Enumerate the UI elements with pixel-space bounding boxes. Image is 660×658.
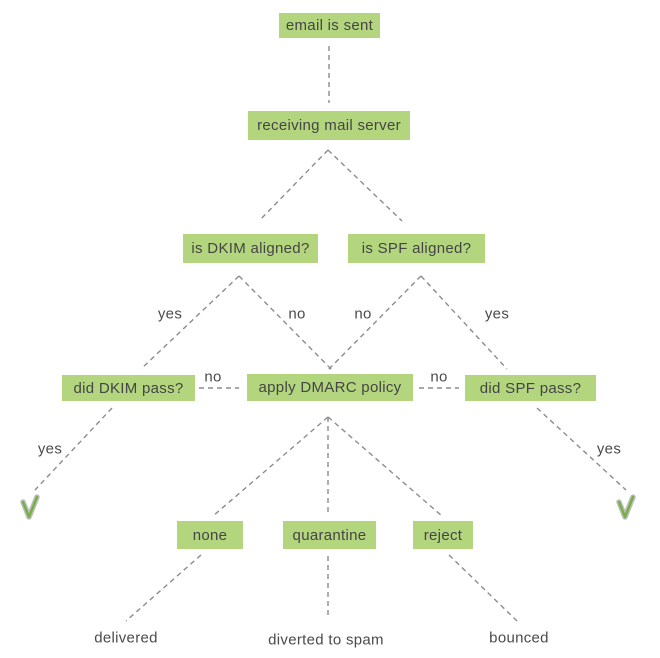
edge-dkim-pass-yes [34,407,113,491]
node-is-spf-aligned: is SPF aligned? [348,234,485,263]
node-policy-none: none [177,521,243,549]
checkmark-icon [20,494,40,520]
edge-label-spf-pass-no: no [430,368,448,386]
edge-dkim-aligned-no [238,275,334,372]
edge-label-dkim-aligned-no: no [288,305,306,323]
checkmark-icon [616,494,636,520]
edge-label-dkim-pass-no: no [204,368,222,386]
node-policy-quarantine: quarantine [283,521,376,549]
edge-label-dkim-aligned-yes: yes [157,305,183,323]
outcome-delivered: delivered [94,629,158,647]
node-policy-reject: reject [413,521,473,549]
edge-label-dkim-pass-yes: yes [37,440,63,458]
outcome-bounced: bounced [489,629,549,647]
edge-server-to-spf-aligned [327,149,403,222]
edge-label-spf-aligned-yes: yes [484,305,510,323]
edge-reject-to-bounced [448,554,518,622]
node-is-dkim-aligned: is DKIM aligned? [183,234,318,263]
edge-spf-aligned-no [326,275,422,372]
edge-spf-pass-yes [536,407,627,491]
edge-policy-to-reject [327,416,443,517]
edge-label-spf-pass-yes: yes [596,440,622,458]
node-apply-dmarc-policy: apply DMARC policy [247,374,413,401]
node-did-spf-pass: did SPF pass? [465,375,596,401]
edge-none-to-delivered [125,554,202,622]
edge-dkim-aligned-yes [140,275,240,370]
node-email-is-sent: email is sent [279,13,380,38]
outcome-diverted-to-spam: diverted to spam [268,631,384,649]
edge-server-to-dkim-aligned [258,149,329,222]
edge-policy-to-none [212,416,329,517]
edge-spf-aligned-yes [420,275,508,370]
node-receiving-mail-server: receiving mail server [248,111,410,140]
edge-label-spf-aligned-no: no [354,305,372,323]
node-did-dkim-pass: did DKIM pass? [62,375,195,401]
